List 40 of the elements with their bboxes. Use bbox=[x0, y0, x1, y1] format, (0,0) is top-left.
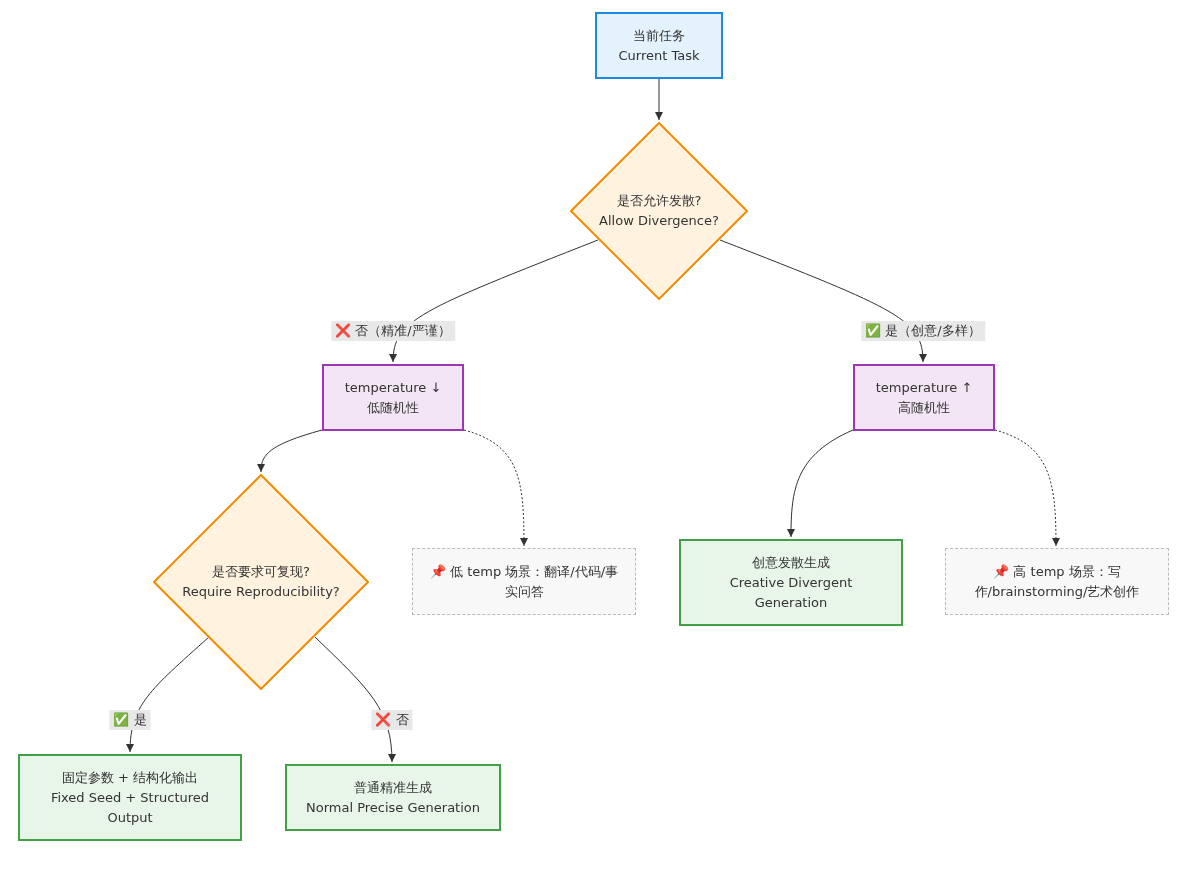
decision-diamond bbox=[570, 122, 748, 300]
edge-label: ✅ 是（创意/多样） bbox=[861, 321, 985, 341]
box-text: Current Task bbox=[618, 46, 700, 65]
note-box bbox=[412, 548, 636, 615]
box-text: 当前任务 bbox=[633, 26, 685, 45]
note-box bbox=[945, 548, 1169, 615]
dotted-arrow bbox=[463, 429, 528, 547]
box-text: Creative Divergent Generation bbox=[728, 573, 854, 612]
box-text: 创意发散生成 bbox=[752, 553, 830, 572]
box-text: temperature ↑ bbox=[875, 378, 973, 397]
box-text: 固定参数 + 结构化输出 bbox=[61, 768, 199, 787]
process-box bbox=[322, 364, 464, 431]
edge-label: ❌ 否 bbox=[371, 710, 413, 730]
box-text: Normal Precise Generation bbox=[306, 798, 480, 817]
question-text: Require Reproducibility? bbox=[182, 583, 340, 601]
arrow bbox=[389, 239, 599, 363]
arrow bbox=[126, 636, 210, 753]
arrow bbox=[655, 78, 663, 121]
question-text: 是否要求可复现? bbox=[212, 563, 310, 581]
box-text: 📌 低 temp 场景：翻译/代码/事实问答 bbox=[428, 562, 620, 601]
process-box bbox=[595, 12, 723, 79]
box-text: Fixed Seed + Structured Output bbox=[49, 788, 211, 827]
result-box bbox=[285, 764, 501, 831]
arrow bbox=[719, 239, 927, 363]
result-box bbox=[679, 539, 903, 626]
result-box bbox=[18, 754, 242, 841]
arrow bbox=[787, 429, 854, 538]
edge-label: ❌ 否（精准/严谨） bbox=[331, 321, 455, 341]
question-text: Allow Divergence? bbox=[599, 212, 719, 230]
decision-diamond bbox=[153, 474, 369, 690]
question-text: 是否允许发散? bbox=[616, 192, 702, 210]
box-text: 普通精准生成 bbox=[354, 778, 432, 797]
dotted-arrow bbox=[994, 429, 1060, 547]
box-text: 📌 高 temp 场景：写作/brainstorming/艺术创作 bbox=[973, 562, 1141, 601]
edge-label: ✅ 是 bbox=[109, 710, 151, 730]
box-text: 高随机性 bbox=[898, 398, 950, 417]
arrow bbox=[257, 429, 323, 473]
box-text: 低随机性 bbox=[367, 398, 419, 417]
box-text: temperature ↓ bbox=[344, 378, 442, 397]
process-box bbox=[853, 364, 995, 431]
